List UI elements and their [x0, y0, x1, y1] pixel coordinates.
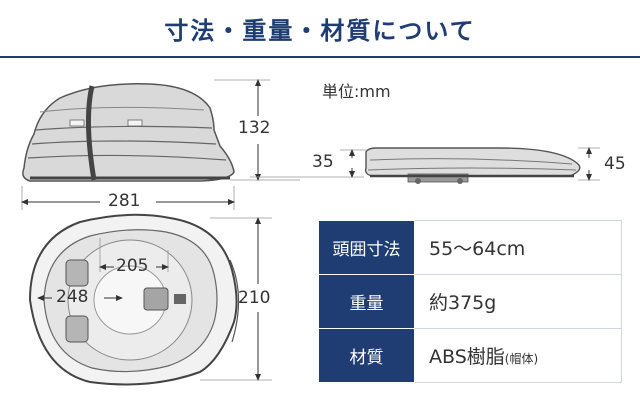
helmet-side-view [22, 83, 235, 182]
dim-top-width: 248 [56, 287, 89, 307]
spec-row-head-size: 頭囲寸法 55〜64cm [318, 220, 622, 275]
spec-value-text: 55〜64cm [429, 238, 526, 260]
spec-row-material: 材質 ABS樹脂(帽体) [318, 328, 622, 383]
dim-side-height: 132 [238, 118, 271, 138]
dim-folded-outer: 45 [604, 154, 626, 174]
helmet-folded-view [364, 147, 581, 184]
spec-value-note: (帽体) [504, 352, 539, 366]
dim-folded-inner: 35 [312, 152, 334, 172]
page-header: 寸法・重量・材質について [0, 0, 640, 58]
spec-value: 55〜64cm [414, 220, 622, 275]
page-title: 寸法・重量・材質について [164, 16, 476, 45]
helmet-top-view [28, 213, 240, 386]
dim-top-inner: 205 [116, 256, 149, 276]
spec-key: 重量 [318, 274, 415, 329]
spec-value-text: 約375g [429, 292, 497, 314]
dimension-figure: 単位:mm [0, 60, 640, 418]
spec-row-weight: 重量 約375g [318, 274, 622, 329]
dim-top-depth: 210 [238, 288, 271, 308]
unit-label: 単位:mm [322, 82, 391, 101]
spec-key: 頭囲寸法 [318, 220, 415, 275]
dim-side-width: 281 [108, 191, 141, 211]
spec-value: ABS樹脂(帽体) [414, 328, 622, 383]
helmet-drawings [21, 79, 600, 386]
spec-value-text: ABS樹脂 [429, 346, 505, 368]
spec-key: 材質 [318, 328, 415, 383]
spec-value: 約375g [414, 274, 622, 329]
spec-table: 頭囲寸法 55〜64cm 重量 約375g 材質 ABS樹脂(帽体) [318, 220, 622, 383]
